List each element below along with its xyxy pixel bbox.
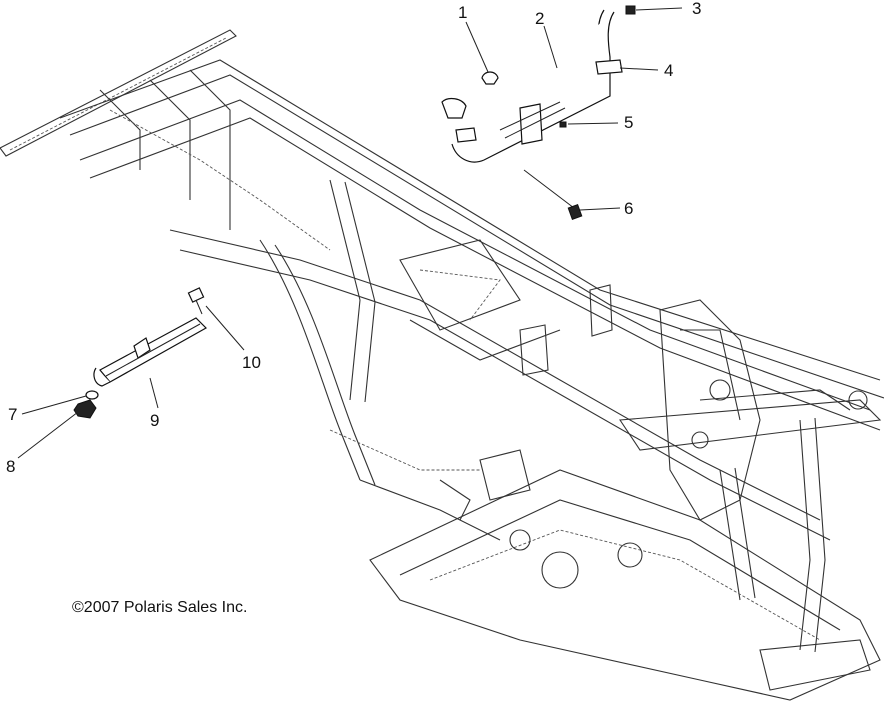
- callout-10: 10: [242, 353, 261, 372]
- part-8-nut: [73, 399, 97, 419]
- part-10-bolt: [187, 287, 205, 315]
- callout-2: 2: [535, 9, 544, 28]
- part-3-cap: [625, 5, 636, 15]
- part-1-clip: [481, 71, 499, 85]
- copyright-text: ©2007 Polaris Sales Inc.: [72, 599, 247, 616]
- callout-7: 7: [8, 405, 17, 424]
- callout-3: 3: [692, 0, 701, 18]
- callout-1: 1: [458, 3, 467, 22]
- part-6-cable-tie: [523, 169, 583, 220]
- vehicle-frame: [0, 29, 884, 701]
- callout-4: 4: [664, 61, 673, 80]
- callout-5: 5: [624, 113, 633, 132]
- part-5-grommet: [559, 121, 567, 128]
- callout-8: 8: [6, 457, 15, 476]
- callout-6: 6: [624, 199, 633, 218]
- part-4-breather-tube: [441, 9, 623, 163]
- part-7-washer: [85, 390, 99, 400]
- part-9-bracket: [93, 317, 207, 387]
- callout-9: 9: [150, 411, 159, 430]
- leader-lines: [17, 7, 683, 459]
